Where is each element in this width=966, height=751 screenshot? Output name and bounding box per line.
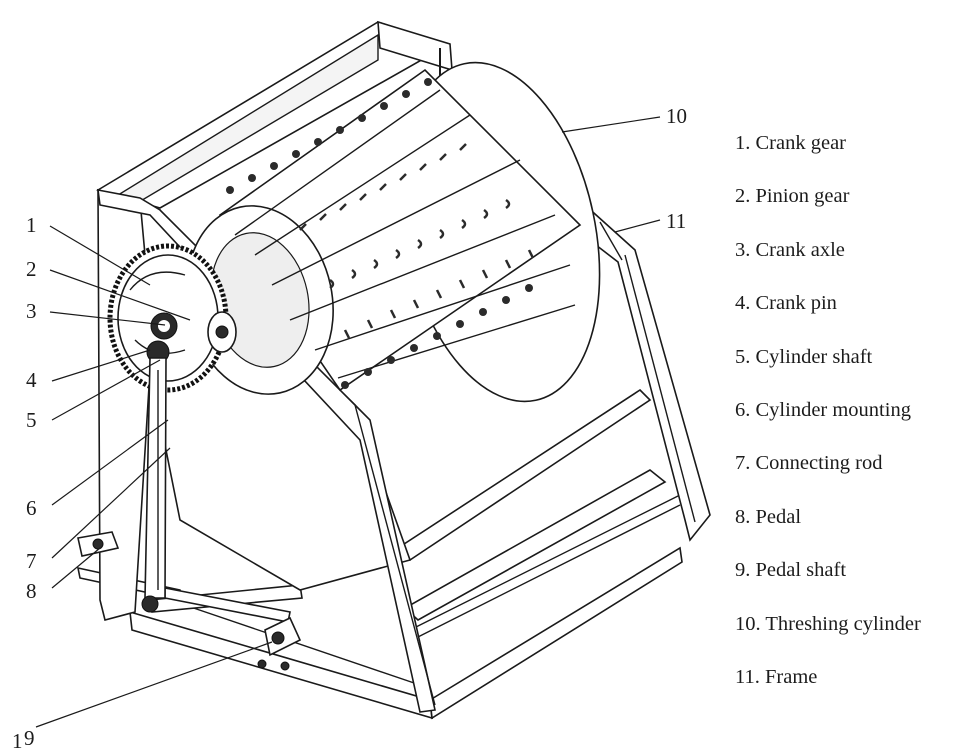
legend-item-connecting-rod: 7. Connecting rod	[735, 452, 883, 475]
stray-mark: 1	[12, 729, 23, 751]
legend-item-cylinder-shaft: 5. Cylinder shaft	[735, 345, 873, 368]
legend-item-pinion-gear: 2. Pinion gear	[735, 185, 850, 208]
frame-right	[396, 203, 711, 621]
connecting-rod	[141, 357, 167, 613]
legend-item-frame: 11. Frame	[735, 665, 818, 688]
callout-3: 3	[26, 299, 37, 323]
legend-item-pedal-shaft: 9. Pedal shaft	[735, 559, 847, 582]
legend-item-cylinder-mounting: 6. Cylinder mounting	[735, 398, 911, 421]
callout-6: 6	[26, 496, 37, 520]
callout-11: 11	[666, 209, 686, 233]
legend-item-crank-gear: 1. Crank gear	[735, 132, 846, 154]
threshing-cylinder	[186, 61, 601, 403]
callout-2: 2	[26, 257, 37, 281]
legend-item-crank-pin: 4. Crank pin	[735, 292, 837, 315]
callout-5: 5	[26, 408, 37, 432]
callout-7: 7	[26, 549, 37, 573]
callout-1: 1	[26, 213, 37, 237]
callout-9: 9	[24, 726, 35, 750]
pedal-shaft	[257, 616, 302, 671]
leader-lines	[35, 116, 661, 728]
legend-item-crank-axle: 3. Crank axle	[735, 238, 845, 261]
callout-8: 8	[26, 579, 37, 603]
crank-gear-assembly	[107, 243, 237, 393]
parts-legend: 1. Crank gear 2. Pinion gear 3. Crank ax…	[735, 128, 921, 715]
callout-labels: 1 2 3 4 5 6 7 8 9 1 10 11	[12, 104, 687, 751]
legend-item-pedal: 8. Pedal	[735, 505, 802, 528]
legend-item-threshing-cylinder: 10. Threshing cylinder	[735, 612, 921, 635]
callout-10: 10	[666, 104, 687, 128]
callout-4: 4	[26, 368, 37, 392]
